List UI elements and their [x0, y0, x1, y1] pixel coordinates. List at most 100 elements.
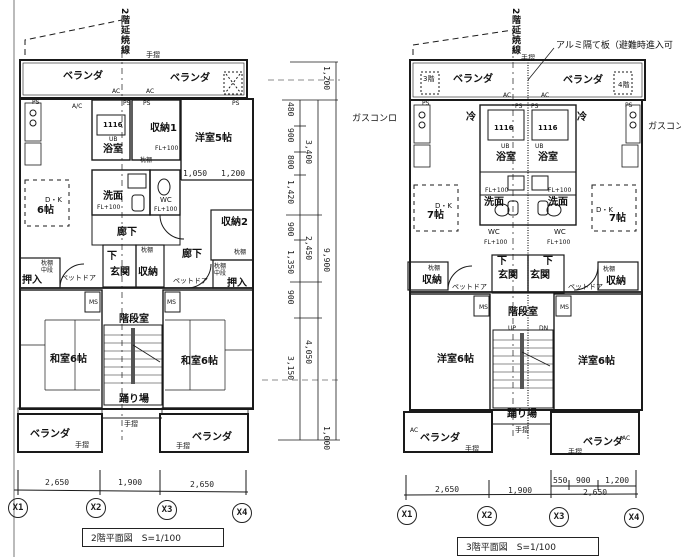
dimension-label: 1,900 [508, 486, 533, 495]
grid-axis-marker: X3 [157, 500, 177, 520]
pipe-shaft-label: PS [143, 100, 151, 107]
wc-label: WC [160, 196, 172, 204]
pet-door-label: ペットドア [61, 274, 96, 282]
pipe-shaft-label: PS [515, 103, 523, 110]
pipe-shaft-label: PS [232, 100, 240, 107]
balcony-label: ベランダ [583, 437, 623, 448]
dimension-label: 3,150 [286, 356, 295, 381]
bathroom-label: 浴室 [103, 144, 123, 155]
dimension-label: 900 [286, 222, 295, 237]
hatch-label: 3階 [423, 75, 435, 83]
balcony-label: ベランダ [453, 74, 493, 85]
dimension-label: 1,350 [286, 250, 295, 275]
closet-label: 押入 [22, 275, 42, 286]
stair-up-label: UP [508, 325, 517, 332]
grid-axis-marker: X1 [397, 505, 417, 525]
grid-axis-marker: X1 [8, 498, 28, 518]
handrail-label: 手摺 [124, 420, 138, 428]
washroom-label: 洗面 [548, 197, 568, 208]
balcony-label: ベランダ [30, 429, 70, 440]
handrail-label: 手摺 [515, 426, 529, 434]
handrail-label: 手摺 [568, 448, 582, 456]
pillow-shelf-label: 枕棚 [234, 249, 247, 256]
dining-kitchen-label: D・K [596, 206, 613, 214]
grid-axis-marker: X4 [624, 508, 644, 528]
floor-level-label: FL+100 [154, 206, 178, 213]
western-room-label: 洋室6帖 [437, 354, 474, 365]
partition-note: アルミ隔て板（避難時進入可 [556, 41, 673, 51]
dimension-label: 1,050 [183, 169, 208, 178]
handrail-label: 手摺 [521, 54, 535, 62]
meter-space-label: MS [167, 299, 176, 306]
dining-kitchen-size: 7帖 [427, 210, 444, 221]
handrail-label: 手摺 [146, 51, 160, 59]
ac-label: AC [112, 88, 121, 95]
storage-2-label: 収納2 [221, 217, 248, 228]
refrigerator-label: 冷 [466, 112, 476, 123]
dimension-label: 900 [576, 476, 591, 485]
refrigerator-label: 冷 [577, 112, 587, 123]
pillow-shelf-label: 枕棚 [603, 266, 616, 273]
dimension-label: 1,200 [322, 66, 331, 91]
drawing-title: 3階平面図 S=1/100 [457, 537, 599, 556]
fire-extension-line-label: 2階延焼線 [119, 8, 129, 56]
storage-label: 収納 [138, 267, 158, 278]
entrance-label: 玄関 [530, 270, 550, 281]
dimension-label: 480 [286, 102, 295, 117]
dimension-label: 2,650 [45, 478, 70, 487]
bathroom-label: 浴室 [538, 152, 558, 163]
dimension-label: 900 [286, 128, 295, 143]
ac-label: AC [541, 92, 550, 99]
dimension-label: 1,900 [118, 478, 143, 487]
balcony-label: ベランダ [192, 432, 232, 443]
middle-shelf-label: 中段 [214, 270, 227, 277]
grid-axis-marker: X2 [477, 506, 497, 526]
step-down-label: 下 [497, 256, 507, 267]
dining-kitchen-size: 6帖 [37, 205, 54, 216]
pillow-shelf-label: 枕棚 [214, 263, 227, 270]
dimension-label: 2,650 [190, 480, 215, 489]
pet-door-label: ペットドア [173, 277, 208, 285]
dimension-label: 1,000 [322, 426, 331, 451]
step-down-label: 下 [107, 251, 117, 262]
stairwell-label: 階段室 [508, 307, 538, 318]
japanese-room-label: 和室6帖 [50, 354, 87, 365]
unit-bath-model: 1116 [103, 121, 123, 129]
landing-label: 踊り場 [507, 409, 537, 420]
handrail-label: 手摺 [176, 442, 190, 450]
meter-space-label: MS [89, 299, 98, 306]
dimension-label: 2,650 [435, 485, 460, 494]
dimension-label: 800 [286, 155, 295, 170]
entrance-label: 玄関 [110, 267, 130, 278]
japanese-room-label: 和室6帖 [181, 356, 218, 367]
middle-shelf-label: 中段 [41, 267, 54, 274]
pipe-shaft-label: PS [422, 100, 430, 107]
drawing-title: 2階平面図 S=1/100 [82, 528, 224, 547]
meter-space-label: MS [560, 304, 569, 311]
unit-bath-label: UB [109, 136, 118, 143]
unit-bath-model: 1116 [494, 124, 514, 132]
western-room-label: 洋室6帖 [578, 356, 615, 367]
meter-space-label: MS [479, 304, 488, 311]
floor-level-label: FL+100 [547, 239, 571, 246]
storage-label: 収納 [606, 276, 626, 287]
bathroom-label: 浴室 [496, 152, 516, 163]
ac-label: AC [622, 435, 631, 442]
unit-bath-label: UB [501, 143, 510, 150]
dining-kitchen-label: D・K [435, 202, 452, 210]
entrance-label: 玄関 [498, 270, 518, 281]
storage-1-label: 収納1 [150, 123, 177, 134]
dimension-label: 2,450 [304, 236, 313, 261]
dimension-label: 3,400 [304, 140, 313, 165]
hallway-label: 廊下 [117, 227, 137, 238]
pipe-shaft-label: PS [123, 100, 131, 107]
dimension-label: 2,650 [583, 488, 608, 497]
ac-label: AC [410, 427, 419, 434]
dimension-label: 550 [553, 476, 568, 485]
balcony-label: ベランダ [420, 433, 460, 444]
floor-level-label: FL+100 [485, 187, 509, 194]
grid-axis-marker: X2 [86, 498, 106, 518]
floor-level-label: FL+100 [97, 204, 121, 211]
western-room-label: 洋室5帖 [195, 133, 232, 144]
